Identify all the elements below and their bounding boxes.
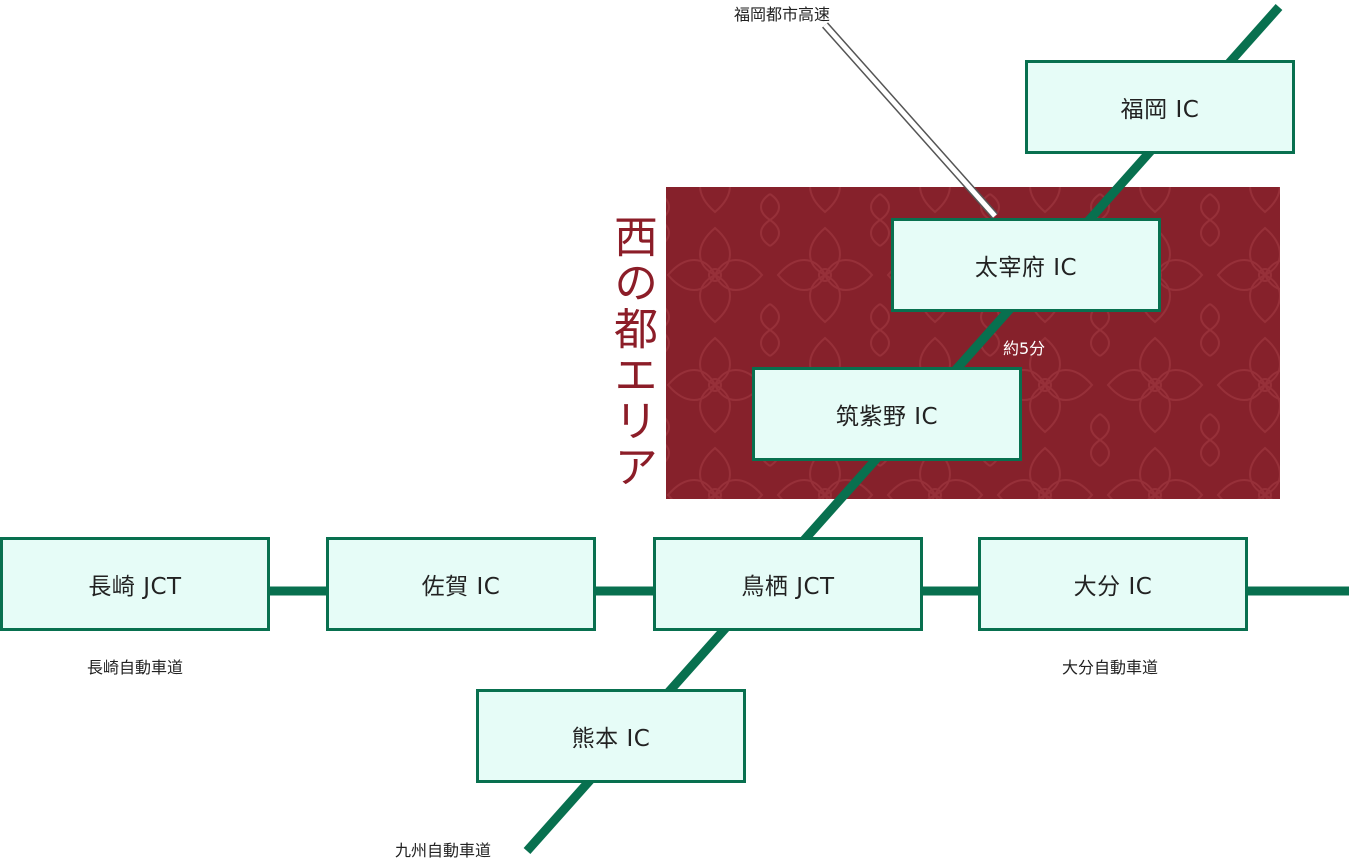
road-label-fukuoka-urban: 福岡都市高速 [734,5,831,24]
road-label-nagasaki-expressway: 長崎自動車道 [87,658,184,677]
interchange-oita[interactable]: 大分 IC [978,537,1248,631]
interchange-kumamoto[interactable]: 熊本 IC [476,689,746,783]
travel-time-label: 約5分 [1003,339,1046,358]
road-label-kyushu-expressway: 九州自動車道 [395,841,492,860]
road-label-oita-expressway: 大分自動車道 [1062,658,1159,677]
interchange-chikushino[interactable]: 筑紫野 IC [752,367,1022,461]
interchange-tosu-jct[interactable]: 鳥栖 JCT [653,537,923,631]
interchange-saga[interactable]: 佐賀 IC [326,537,596,631]
urban-expressway-inner [823,23,997,218]
area-title: 西の都エリア [606,214,657,490]
interchange-fukuoka[interactable]: 福岡 IC [1025,60,1295,154]
interchange-dazaifu[interactable]: 太宰府 IC [891,218,1161,312]
interchange-nagasaki-jct[interactable]: 長崎 JCT [0,537,270,631]
